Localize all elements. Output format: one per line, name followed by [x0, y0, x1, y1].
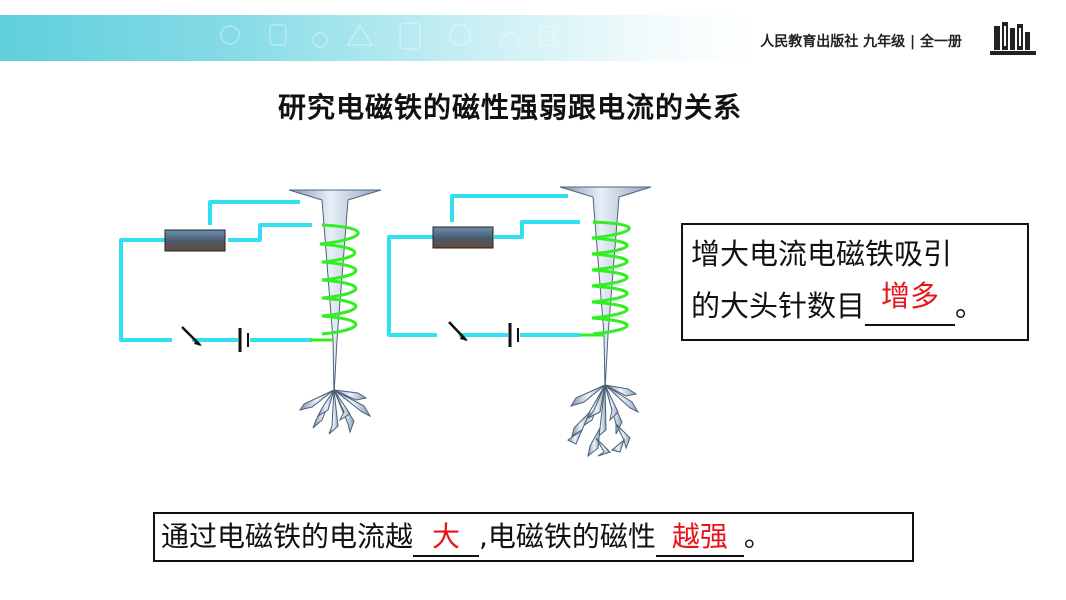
- conclusion-line2-suffix: 。: [955, 289, 985, 323]
- middle-coil: [591, 220, 631, 336]
- middle-switch: [448, 321, 468, 341]
- middle-cell: [508, 323, 519, 347]
- middle-circuit: [387, 186, 652, 458]
- publisher-label: 人民教育出版社 九年级 | 全一册: [760, 34, 962, 50]
- conclusion-line2: 的大头针数目增多。: [691, 279, 1027, 332]
- conclusion-line2-prefix: 的大头针数目: [691, 289, 866, 323]
- conclusion-answer: 增多: [881, 279, 940, 313]
- conclusion-box: 增大电流电磁铁吸引 的大头针数目增多。: [681, 223, 1029, 341]
- middle-pins: [567, 384, 640, 458]
- header-band: [0, 15, 1054, 61]
- summary-suffix: 。: [743, 520, 772, 553]
- conclusion-line1: 增大电流电磁铁吸引: [691, 237, 953, 271]
- page-title: 研究电磁铁的磁性强弱跟电流的关系: [277, 91, 742, 124]
- summary-middle: ,电磁铁的磁性: [479, 520, 656, 553]
- left-wire: [119, 200, 312, 342]
- left-coil: [319, 223, 360, 336]
- left-switch: [181, 326, 202, 346]
- summary-answer1-blank: 大: [413, 519, 480, 557]
- summary-answer2-blank: 越强: [655, 519, 744, 557]
- left-nail: [288, 189, 382, 396]
- summary-prefix: 通过电磁铁的电流越: [161, 520, 414, 553]
- summary-answer1: 大: [432, 520, 461, 553]
- left-resistor: [164, 229, 226, 252]
- summary-answer2: 越强: [671, 520, 728, 553]
- middle-wire: [387, 194, 580, 337]
- middle-resistor: [432, 226, 494, 249]
- left-pins: [298, 389, 372, 435]
- summary-box: 通过电磁铁的电流越大 ,电磁铁的磁性越强。: [153, 512, 914, 562]
- left-circuit: [119, 189, 382, 435]
- left-cell: [238, 328, 249, 352]
- conclusion-answer-blank: 增多: [865, 279, 956, 326]
- decorative-pattern-icon: [220, 22, 555, 50]
- books-logo-icon: [990, 22, 1036, 55]
